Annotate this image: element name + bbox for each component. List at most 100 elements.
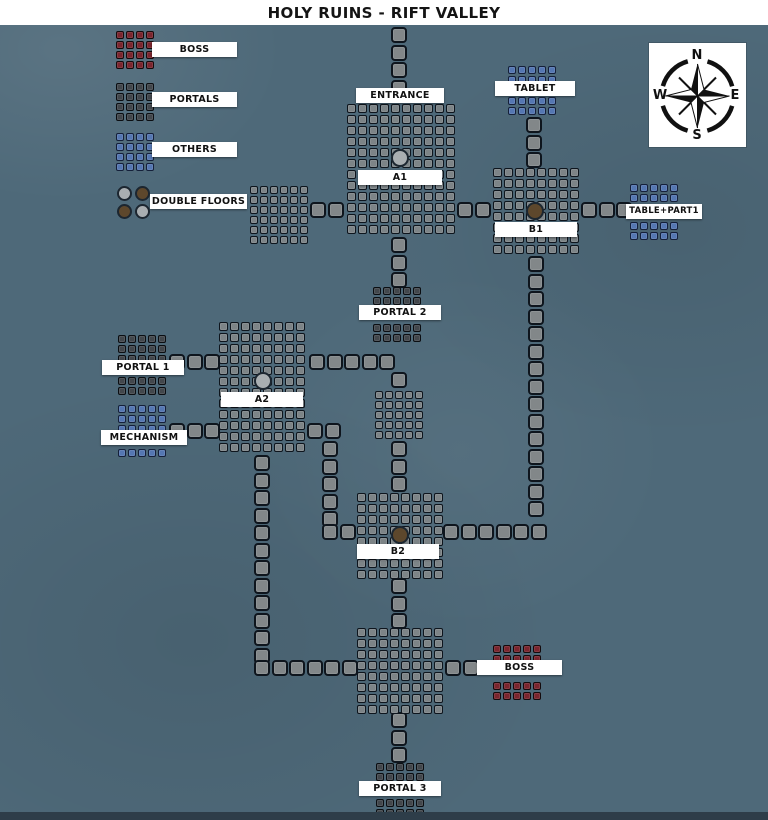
- cell: [347, 137, 356, 146]
- cell: [640, 194, 648, 202]
- title-bar: HOLY RUINS - RIFT VALLEY: [0, 0, 768, 25]
- label-tablet: TABLET: [495, 81, 575, 96]
- cell: [357, 504, 366, 513]
- cell: [347, 225, 356, 234]
- corridor-segment-a2-south: [254, 455, 270, 471]
- cell: [250, 206, 258, 214]
- cell: [347, 115, 356, 124]
- cell: [380, 148, 389, 157]
- cell: [504, 201, 513, 210]
- cell: [640, 232, 648, 240]
- cell: [158, 387, 166, 395]
- cell: [528, 66, 536, 74]
- corridor-segment-entrance-north: [391, 62, 407, 78]
- cell: [538, 66, 546, 74]
- cell: [296, 344, 305, 353]
- corridor-segment-a1-to-b1: [474, 202, 491, 218]
- cell: [263, 322, 272, 331]
- cell: [373, 324, 381, 332]
- corridor-segment-a2-to-turn: [309, 354, 325, 370]
- cell: [424, 126, 433, 135]
- cell: [386, 763, 394, 771]
- cell: [391, 225, 400, 234]
- cell: [379, 526, 388, 535]
- cell: [241, 377, 250, 386]
- cell: [504, 179, 513, 188]
- cell: [219, 443, 228, 452]
- portal2-grid-bottom: [373, 324, 421, 342]
- cell: [252, 443, 261, 452]
- corridor-segment-a2b2-vert: [322, 476, 338, 492]
- cell: [401, 683, 410, 692]
- cell: [570, 179, 579, 188]
- cell: [280, 236, 288, 244]
- room-a1: [347, 104, 455, 234]
- cell: [413, 225, 422, 234]
- cell: [357, 705, 366, 714]
- cell: [538, 97, 546, 105]
- cell: [219, 432, 228, 441]
- cell: [368, 639, 377, 648]
- cell: [413, 148, 422, 157]
- cell: [434, 526, 443, 535]
- cell: [369, 159, 378, 168]
- cell: [435, 192, 444, 201]
- corridor-segment-entrance-north: [391, 27, 407, 43]
- cell: [515, 168, 524, 177]
- corridor-segment-westroom-to-a1: [327, 202, 344, 218]
- boss-grid-bottom: [493, 682, 541, 700]
- cell: [136, 51, 144, 59]
- cell: [559, 201, 568, 210]
- cell: [396, 799, 404, 807]
- cell: [116, 41, 124, 49]
- cell: [358, 148, 367, 157]
- cell: [358, 192, 367, 201]
- portal3-grid-top: [376, 763, 424, 781]
- cell: [116, 133, 124, 141]
- cell: [390, 504, 399, 513]
- cell: [412, 515, 421, 524]
- cell: [368, 694, 377, 703]
- cell: [391, 126, 400, 135]
- cell: [395, 421, 403, 429]
- corridor-segment-mech-to-a2: [204, 423, 220, 439]
- cell: [401, 672, 410, 681]
- label-legend-others: OTHERS: [152, 142, 237, 157]
- cell: [280, 206, 288, 214]
- cell: [230, 410, 239, 419]
- cell: [395, 431, 403, 439]
- cell: [513, 645, 521, 653]
- cell: [559, 179, 568, 188]
- double-floor-marker-legend-floor-4: [134, 203, 150, 219]
- cell: [423, 650, 432, 659]
- cell: [219, 322, 228, 331]
- cell: [416, 799, 424, 807]
- corridor-segment-b1-east: [581, 202, 597, 218]
- cell: [369, 126, 378, 135]
- cell: [523, 645, 531, 653]
- cell: [148, 405, 156, 413]
- cell: [380, 126, 389, 135]
- corridor-segment-a2south-to-bossroom: [254, 660, 270, 676]
- cell: [347, 192, 356, 201]
- cell: [493, 212, 502, 221]
- cell: [412, 705, 421, 714]
- cell: [504, 190, 513, 199]
- cell: [406, 763, 414, 771]
- page-title: HOLY RUINS - RIFT VALLEY: [267, 3, 501, 22]
- cell: [357, 661, 366, 670]
- cell: [290, 216, 298, 224]
- cell: [405, 391, 413, 399]
- cell: [347, 159, 356, 168]
- cell: [412, 639, 421, 648]
- cell: [347, 170, 356, 179]
- cell: [376, 773, 384, 781]
- cell: [396, 763, 404, 771]
- cell: [380, 225, 389, 234]
- cell: [116, 143, 124, 151]
- cell: [379, 705, 388, 714]
- cell: [369, 115, 378, 124]
- cell: [230, 377, 239, 386]
- corridor-segment-a2-south: [254, 472, 270, 489]
- cell: [290, 196, 298, 204]
